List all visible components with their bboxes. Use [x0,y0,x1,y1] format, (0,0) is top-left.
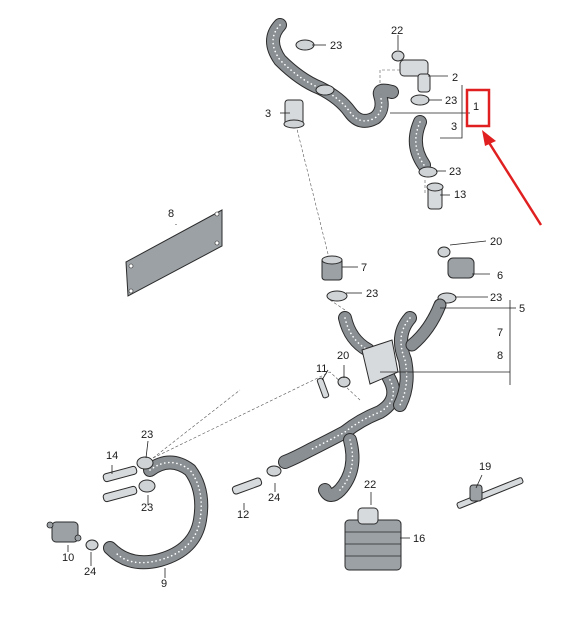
highlight-arrow-shaft [486,140,543,226]
callout-23: 23 [445,95,457,107]
callout-10: 10 [62,552,74,564]
callout-16: 16 [413,533,425,545]
connector-2 [391,50,431,106]
callout-9: 9 [161,578,167,590]
callout-23: 23 [141,429,153,441]
highlight-arrow-head [482,130,496,146]
callout-22: 22 [364,479,376,491]
highlight-annotation [465,88,543,226]
callout-20: 20 [337,350,349,362]
holder-19 [456,477,524,509]
thermostat-housing-10 [46,521,99,551]
callout-labels: 23 22 2 23 3 1 3 23 13 8 7 23 20 6 23 5 … [62,25,525,590]
callout-19: 19 [479,461,491,473]
leader-lines [67,35,516,578]
callout-7: 7 [497,327,503,339]
callout-3: 3 [451,121,457,133]
gasket-plate [125,209,223,297]
oil-cooler-16 [344,507,402,571]
callout-23: 23 [449,166,461,178]
callout-8: 8 [497,350,503,362]
connector-6 [437,246,475,304]
callout-23: 23 [330,40,342,52]
callout-24: 24 [84,566,96,578]
callout-2: 2 [452,72,458,84]
callout-13: 13 [454,189,466,201]
short-hose-3 [408,115,438,178]
callout-22: 22 [391,25,403,37]
callout-11: 11 [316,363,327,375]
pipe-14 [102,465,138,503]
callout-23: 23 [141,502,153,514]
pipe-12 [231,465,282,495]
callout-14: 14 [106,450,118,462]
callout-24: 24 [268,492,280,504]
callout-1: 1 [473,101,479,113]
callout-20: 20 [490,236,502,248]
main-hose-assembly [278,298,447,502]
callout-7: 7 [361,262,367,274]
callout-5: 5 [519,303,525,315]
lower-hose-9 [103,455,209,570]
connector-7 [321,255,348,302]
connector-13 [426,182,444,210]
callout-23: 23 [366,288,378,300]
callout-23: 23 [490,292,502,304]
bolt-11 [316,376,351,399]
callout-12: 12 [237,509,249,521]
hose-clamp-upper [295,39,335,96]
upper-coolant-hose [266,18,399,128]
callout-6: 6 [497,270,503,282]
callout-3: 3 [265,108,271,120]
connector-3-upper [283,99,305,129]
callout-8: 8 [168,208,174,220]
highlight-box [465,88,491,128]
